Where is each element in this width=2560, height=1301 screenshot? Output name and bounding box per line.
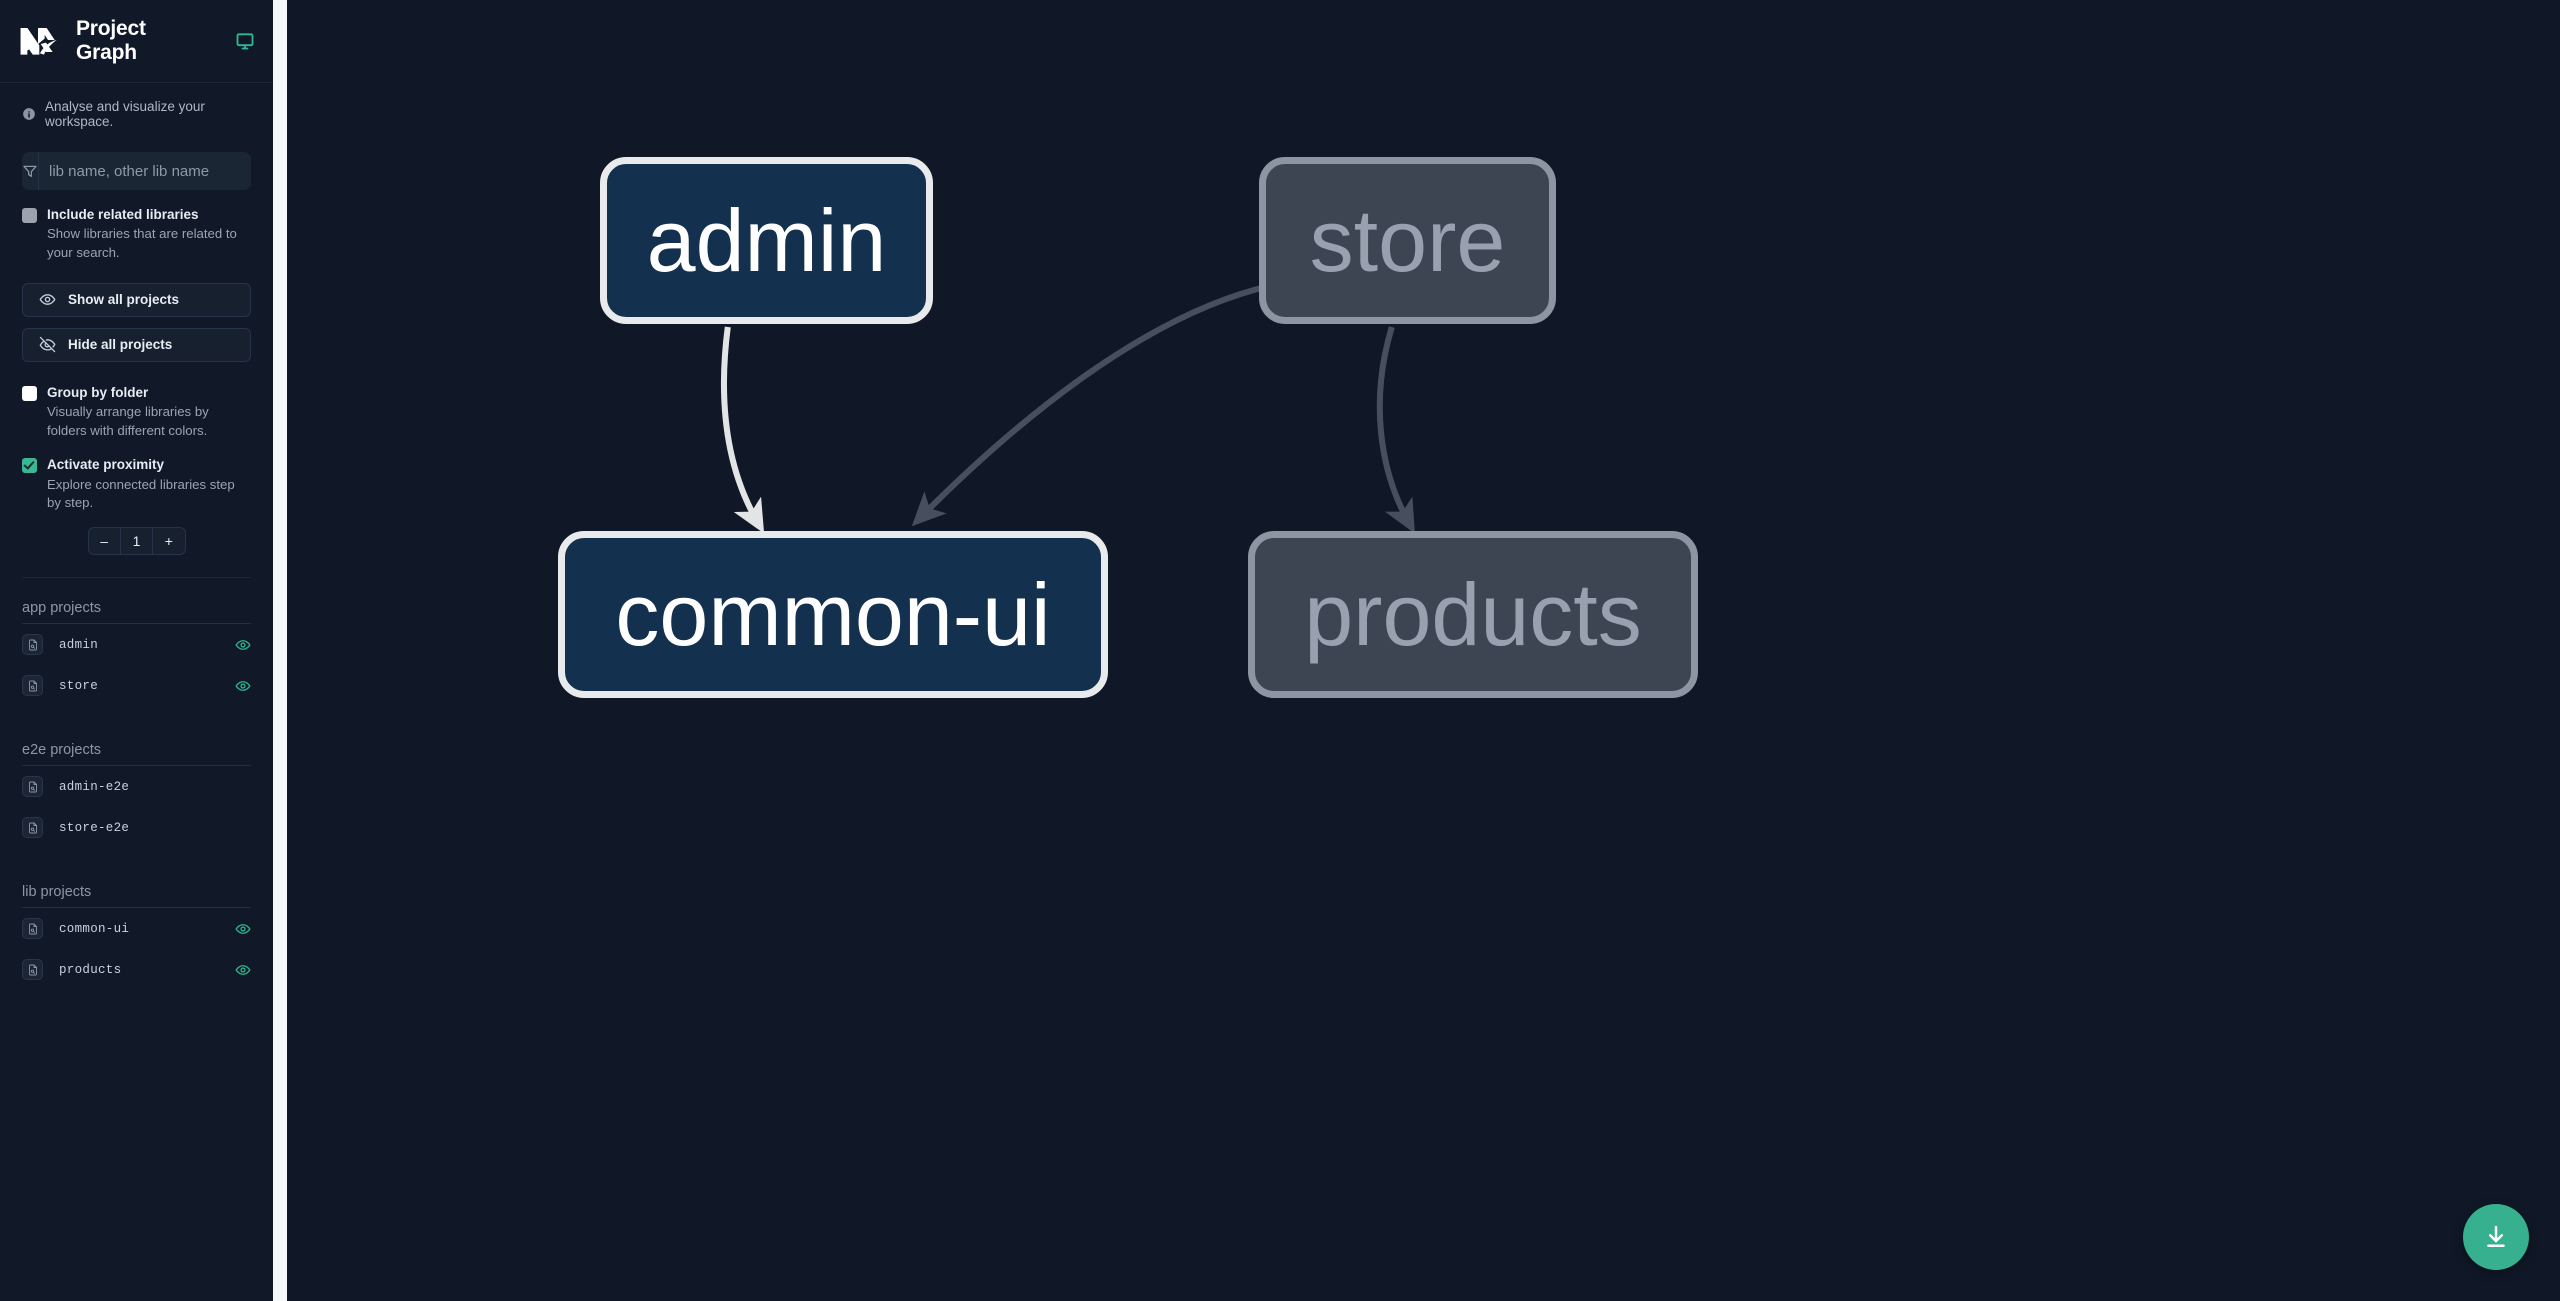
group-by-folder-checkbox[interactable]	[22, 385, 37, 401]
show-all-projects-button[interactable]: Show all projects	[22, 282, 251, 317]
group-spacer	[22, 848, 251, 862]
project-file-icon	[22, 634, 43, 656]
sidebar-body: Include related libraries Show libraries…	[0, 137, 273, 990]
proximity-value: 1	[119, 528, 154, 555]
graph-canvas[interactable]: admin store common-ui products	[273, 0, 2560, 1301]
include-related-libraries-checkbox[interactable]	[22, 208, 37, 223]
graph-node-admin[interactable]: admin	[600, 157, 933, 324]
show-all-projects-label: Show all projects	[68, 292, 180, 308]
project-file-icon	[22, 817, 43, 839]
option-description: Visually arrange libraries by folders wi…	[47, 403, 209, 438]
project-file-icon	[22, 675, 43, 697]
project-list-item[interactable]: products	[22, 949, 251, 990]
monitor-icon[interactable]	[219, 31, 255, 51]
sidebar-header: Project Graph	[0, 0, 273, 83]
graph-node-store[interactable]: store	[1259, 157, 1556, 324]
project-list-item[interactable]: common-ui	[22, 908, 251, 949]
project-file-icon	[22, 918, 43, 940]
project-list-item[interactable]: admin-e2e	[22, 766, 251, 807]
option-description: Show libraries that are related to your …	[47, 226, 237, 260]
project-groups: app projects admin store e2e projects admin-…	[22, 600, 251, 990]
tagline-text: Analyse and visualize your workspace.	[45, 99, 205, 129]
download-icon	[2482, 1223, 2510, 1251]
option-include-related-libraries[interactable]: Include related libraries Show libraries…	[22, 206, 251, 263]
project-name: common-ui	[59, 921, 130, 936]
download-button[interactable]	[2463, 1204, 2529, 1270]
project-visibility-placeholder	[235, 779, 251, 795]
tagline: Analyse and visualize your workspace.	[0, 83, 273, 137]
proximity-decrement-button[interactable]: –	[89, 528, 120, 554]
eye-off-icon	[39, 336, 56, 353]
project-visible-eye-icon[interactable]	[235, 678, 251, 694]
group-spacer	[22, 706, 251, 720]
project-visibility-placeholder	[235, 820, 251, 836]
project-file-icon	[22, 776, 43, 798]
graph-node-label: admin	[646, 190, 887, 290]
project-list-item[interactable]: admin	[22, 624, 251, 665]
project-list-item[interactable]: store-e2e	[22, 807, 251, 848]
graph-node-common-ui[interactable]: common-ui	[558, 531, 1108, 698]
graph-node-label: products	[1304, 564, 1642, 664]
graph-edges	[720, 282, 1415, 534]
nx-logo-icon	[18, 24, 58, 58]
sidebar: Project Graph Analyse and visualize your…	[0, 0, 273, 1301]
search-field[interactable]	[22, 152, 251, 190]
edge-store-products	[1376, 326, 1415, 534]
proximity-increment-button[interactable]: +	[153, 528, 184, 554]
option-title: Group by folder	[47, 384, 149, 400]
project-name: admin-e2e	[59, 779, 130, 794]
project-name: store-e2e	[59, 820, 130, 835]
option-activate-proximity[interactable]: Activate proximity Explore connected lib…	[22, 456, 251, 513]
edge-store-common-ui	[911, 282, 1275, 527]
graph-node-label: common-ui	[615, 564, 1051, 664]
project-visible-eye-icon[interactable]	[235, 637, 251, 653]
graph-node-products[interactable]: products	[1248, 531, 1698, 698]
option-title: Include related libraries	[47, 207, 199, 222]
option-description: Explore connected libraries step by step…	[47, 476, 235, 511]
project-group-title: app projects	[22, 600, 251, 625]
sidebar-resize-handle[interactable]	[273, 0, 287, 1301]
project-name: admin	[59, 637, 99, 652]
eye-icon	[39, 291, 56, 308]
project-visible-eye-icon[interactable]	[235, 962, 251, 978]
page-title: Project Graph	[76, 17, 146, 64]
filter-icon	[22, 152, 39, 190]
project-group-title: lib projects	[22, 884, 251, 909]
search-input[interactable]	[39, 152, 251, 190]
project-group-title: e2e projects	[22, 742, 251, 767]
info-icon	[22, 107, 36, 121]
hide-all-projects-label: Hide all projects	[68, 337, 173, 353]
option-title: Activate proximity	[47, 457, 165, 473]
graph-node-label: store	[1309, 190, 1506, 290]
proximity-stepper[interactable]: – 1 +	[87, 527, 186, 556]
project-file-icon	[22, 959, 43, 981]
project-visible-eye-icon[interactable]	[235, 921, 251, 937]
edge-admin-common-ui	[720, 326, 765, 534]
hide-all-projects-button[interactable]: Hide all projects	[22, 327, 251, 362]
option-group-by-folder[interactable]: Group by folder Visually arrange librari…	[22, 384, 251, 441]
project-list-item[interactable]: store	[22, 665, 251, 706]
project-name: store	[59, 678, 99, 693]
sidebar-divider	[22, 577, 251, 579]
project-name: products	[59, 962, 122, 977]
activate-proximity-checkbox[interactable]	[22, 458, 37, 474]
